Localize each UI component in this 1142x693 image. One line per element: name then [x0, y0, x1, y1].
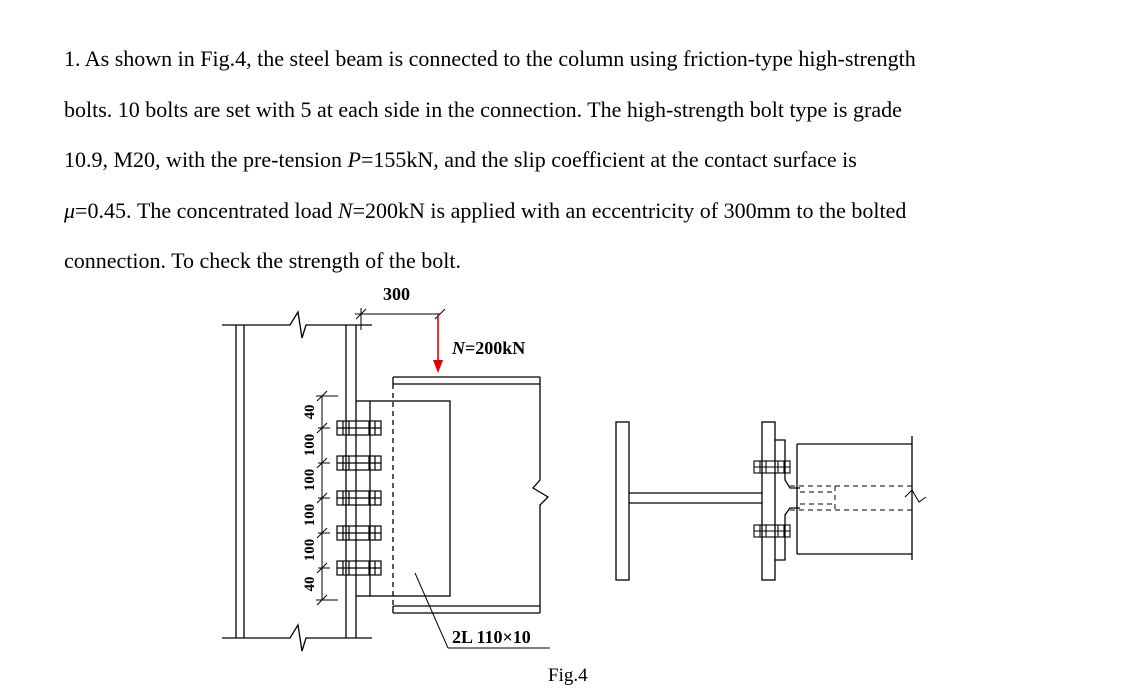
load-label-value: =200kN — [465, 338, 525, 358]
load-arrow — [433, 314, 443, 373]
eccentricity-label: 300 — [383, 284, 410, 304]
bolt — [753, 524, 791, 538]
dim-label: 100 — [302, 434, 318, 457]
problem-line-2: bolts. 10 bolts are set with 5 at each s… — [64, 96, 902, 122]
problem-line-4: μ=0.45. The concentrated load N=200kN is… — [64, 186, 1104, 237]
problem-line-3: 10.9, M20, with the pre-tension P=155kN,… — [64, 135, 1104, 186]
bolt-group-elevation — [336, 420, 382, 576]
bolt — [336, 420, 382, 436]
bolt — [336, 455, 382, 471]
dimension-labels: 40 100 100 100 100 40 — [302, 405, 318, 592]
problem-line-3-b: =155kN, and the slip coefficient at the … — [360, 147, 857, 172]
column-flange-section — [615, 421, 630, 581]
dim-label: 100 — [302, 539, 318, 562]
problem-statement: 1. As shown in Fig.4, the steel beam is … — [64, 34, 1104, 287]
dim-label: 40 — [302, 405, 318, 420]
var-P: P — [347, 147, 361, 172]
section-view — [615, 421, 927, 581]
angle-label-leader — [414, 572, 449, 649]
column-flange-right — [761, 421, 776, 581]
problem-line-5: connection. To check the strength of the… — [64, 248, 461, 273]
bolt — [753, 460, 791, 474]
dim-label: 100 — [302, 504, 318, 527]
bolt — [336, 560, 382, 576]
bolt — [336, 525, 382, 541]
beam-elevation — [392, 376, 550, 614]
problem-line-4-a: =0.45. The concentrated load — [75, 197, 338, 223]
column-elevation — [222, 310, 372, 652]
angle-label: 2L 110×10 — [452, 627, 531, 647]
problem-line-1: 1. As shown in Fig.4, the steel beam is … — [64, 46, 916, 71]
figure-caption: Fig.4 — [548, 665, 588, 686]
load-label: N=200kN — [451, 338, 525, 358]
load-label-var: N — [451, 338, 466, 358]
var-mu: μ — [64, 197, 76, 223]
problem-line-3-a: 10.9, M20, with the pre-tension — [64, 147, 348, 172]
vertical-dimension-chain — [316, 390, 338, 606]
var-N: N — [337, 197, 353, 223]
problem-line-4-b: =200kN is applied with an eccentricity o… — [352, 197, 907, 223]
bolt — [336, 490, 382, 506]
eccentricity-dimension — [355, 308, 446, 330]
dim-label: 40 — [302, 577, 318, 592]
angle-plate — [369, 400, 451, 597]
dim-label: 100 — [302, 469, 318, 492]
